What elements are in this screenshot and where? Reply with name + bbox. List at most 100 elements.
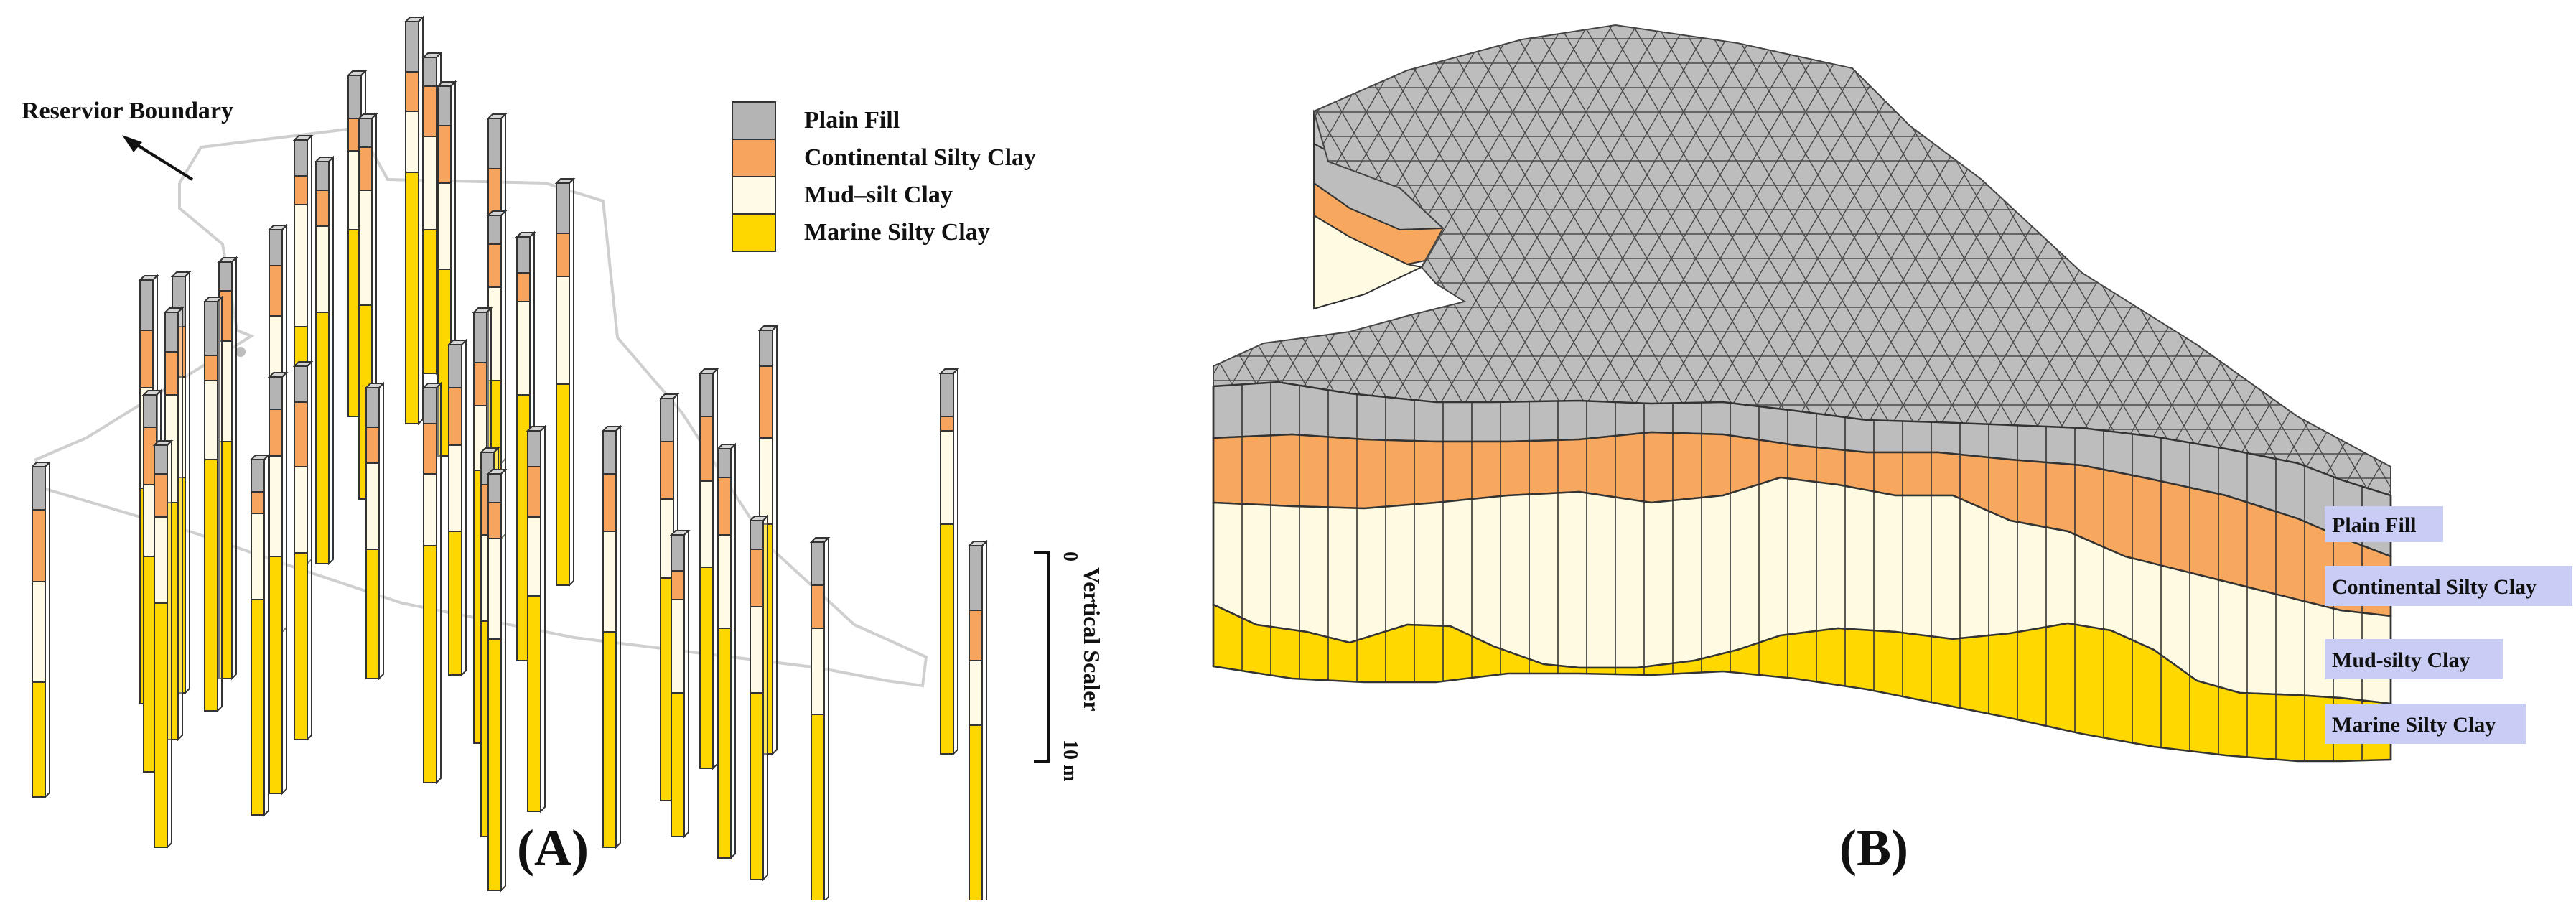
borehole-layer-segment [516, 236, 531, 274]
borehole-layer-segment [204, 459, 218, 712]
legend-swatch-mud-silt-clay [732, 176, 776, 215]
borehole [938, 367, 960, 756]
boundary-arrow-line [128, 139, 194, 181]
legend-label-continental-silty-clay: Continental Silty Clay [804, 144, 1036, 171]
borehole-layer-segment [365, 387, 380, 428]
panel-a-label: (A) [517, 819, 589, 877]
borehole-layer-segment [164, 351, 179, 396]
borehole-layer-segment [699, 373, 714, 417]
borehole-layer-segment [405, 21, 419, 73]
borehole-layer-segment [759, 437, 773, 525]
layer-tags: Plain Fill Continental Silty Clay Mud-si… [2325, 506, 2572, 744]
borehole-layer-segment [269, 455, 283, 557]
borehole-side-face [953, 367, 958, 756]
scale-top-label: 0 [1059, 551, 1081, 561]
borehole-layer-segment [556, 182, 570, 234]
borehole-layer-segment [516, 301, 531, 396]
layer-solid [1212, 24, 2392, 763]
borehole-layer-segment [294, 365, 308, 403]
borehole-layer-segment [969, 660, 983, 726]
borehole [486, 467, 508, 893]
borehole-layer-segment [750, 606, 764, 694]
borehole-layer-segment [487, 638, 502, 891]
tag-bg-marine-silty-clay [2325, 704, 2526, 744]
scale-bar-bracket [1034, 551, 1050, 763]
borehole-layer-segment [32, 466, 46, 511]
borehole-side-face [683, 528, 689, 839]
borehole-layer-segment [365, 427, 380, 464]
borehole-layer-segment [294, 139, 308, 177]
borehole-side-face [730, 442, 736, 860]
borehole-side-face [500, 467, 506, 893]
borehole-side-face [615, 424, 621, 849]
boundary-vertex-marker [235, 347, 246, 357]
borehole-layer-segment [940, 416, 954, 432]
borehole [601, 424, 622, 849]
borehole-layer-segment [811, 541, 825, 586]
borehole [554, 177, 576, 587]
borehole-layer-segment [527, 595, 541, 812]
panel-a-borehole-map: Reservior Boundary Plain Fill Continenta… [22, 15, 1105, 904]
borehole-side-face [540, 424, 546, 814]
borehole-layer-segment [717, 534, 732, 629]
legend-label-plain-fill: Plain Fill [804, 107, 900, 134]
borehole-layer-segment [139, 330, 154, 388]
borehole-layer-segment [315, 190, 330, 227]
borehole-layer-segment [423, 85, 437, 137]
tag-bg-mud-silty-clay [2325, 639, 2503, 679]
borehole-layer-segment [487, 502, 502, 539]
borehole-layer-segment [487, 215, 502, 245]
front-facet-lines [1241, 382, 2363, 761]
borehole-layer-segment [423, 387, 437, 424]
borehole [202, 295, 224, 713]
borehole-layer-segment [527, 430, 541, 467]
tag-label-marine-silty-clay: Marine Silty Clay [2332, 713, 2496, 737]
boundary-arrow-head [122, 135, 142, 152]
borehole-layer-segment [940, 373, 954, 417]
borehole-layer-segment [487, 118, 502, 169]
legend-label-mud-silt-clay: Mud–silt Clay [804, 182, 953, 208]
borehole-layer-segment [717, 448, 732, 478]
borehole-layer-segment [294, 552, 308, 740]
borehole-layer-segment [218, 261, 233, 292]
borehole-side-face [281, 371, 287, 796]
borehole-layer-segment [527, 466, 541, 518]
borehole-layer-segment [269, 265, 283, 317]
borehole [669, 528, 691, 839]
borehole-side-face [436, 381, 442, 785]
borehole-layer-segment [423, 229, 437, 374]
borehole-layer-segment [154, 602, 168, 848]
borehole-layer-segment [294, 466, 308, 554]
borehole-layer-segment [969, 724, 983, 904]
borehole-layer-segment [969, 610, 983, 661]
borehole [967, 539, 989, 904]
borehole-side-face [378, 381, 384, 681]
tag-label-continental-silty-clay: Continental Silty Clay [2332, 575, 2537, 599]
legend-swatch-plain-fill [732, 101, 776, 140]
scale-bottom-label: 10 m [1059, 740, 1081, 781]
borehole-side-face [418, 15, 424, 426]
borehole-layer-segment [660, 441, 674, 500]
vertical-scale-bar: 0 10 m Vertical Scaler [1034, 551, 1105, 781]
borehole-layer-segment [811, 628, 825, 715]
borehole-layer-segment [940, 523, 954, 755]
borehole-layer-segment [556, 383, 570, 586]
borehole-layer-segment [365, 462, 380, 550]
borehole-layer-segment [405, 71, 419, 112]
borehole [30, 460, 52, 799]
borehole [314, 155, 335, 566]
borehole-layer-segment [154, 473, 168, 518]
borehole-side-face [167, 439, 172, 849]
borehole-layer-segment [556, 276, 570, 385]
borehole-layer-segment [154, 444, 168, 475]
borehole-layer-segment [294, 401, 308, 467]
legend-swatch-continental-silty-clay [732, 139, 776, 177]
borehole-layer-segment [516, 272, 531, 302]
tag-label-plain-fill: Plain Fill [2332, 513, 2417, 537]
borehole [403, 15, 425, 426]
borehole-layer-segment [423, 57, 437, 87]
borehole-layer-segment [487, 473, 502, 503]
borehole-layer-segment [423, 136, 437, 230]
borehole-side-face [712, 367, 718, 770]
borehole-layer-segment [602, 430, 617, 475]
